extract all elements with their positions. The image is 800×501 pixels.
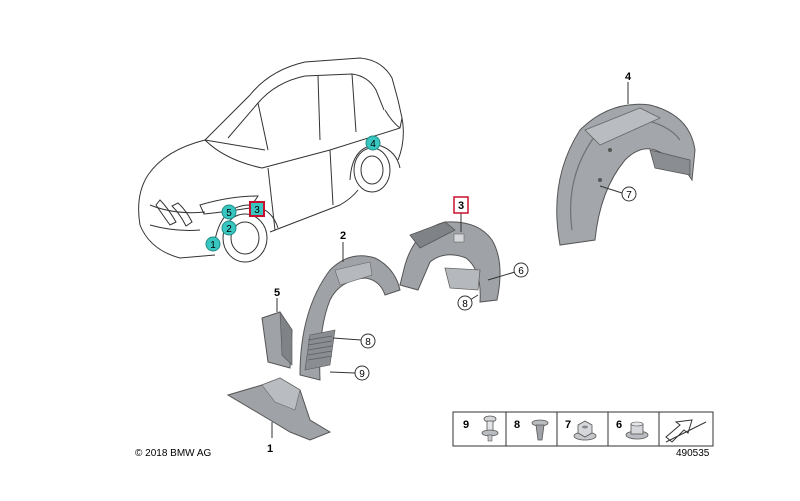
legend-number: 7 — [565, 419, 571, 431]
legend-item-6[interactable]: 6 — [616, 419, 649, 440]
diagram-id: 490535 — [676, 448, 710, 459]
callout-number: 9 — [359, 369, 365, 380]
washer-nut-icon — [625, 421, 649, 440]
callout-marker-3[interactable]: 3 — [249, 201, 265, 217]
callout-8-upper[interactable]: 8 — [457, 294, 479, 311]
callout-number: 4 — [370, 139, 376, 150]
part-number-label: 1 — [267, 443, 273, 455]
legend-item-9[interactable]: 9 — [463, 415, 499, 442]
legend-number: 9 — [463, 419, 469, 431]
legend-number: 6 — [616, 419, 622, 431]
callout-6[interactable]: 6 — [487, 262, 529, 281]
callout-7[interactable]: 7 — [599, 185, 637, 202]
part-number-label: 5 — [274, 287, 280, 299]
callout-9[interactable]: 9 — [329, 365, 370, 381]
callout-number: 8 — [365, 337, 371, 348]
legend-number: 8 — [514, 419, 520, 431]
part-2-front-wheel-arch-liner[interactable]: 2 — [299, 230, 401, 381]
legend-item-7[interactable]: 7 — [565, 419, 597, 441]
expanding-rivet-icon — [531, 419, 549, 441]
fastener-legend: 9 8 7 6 — [452, 411, 714, 447]
part-3-front-wheel-arch-liner-rear-section[interactable]: 3 — [399, 196, 501, 303]
direction-arrow-icon — [665, 419, 707, 443]
callout-number: 5 — [226, 208, 232, 219]
callout-marker-1[interactable]: 1 — [205, 236, 221, 252]
callout-marker-5[interactable]: 5 — [221, 204, 237, 220]
part-number-label: 4 — [625, 71, 632, 83]
part-5-cover-panel[interactable]: 5 — [261, 287, 293, 369]
callout-8-lower[interactable]: 8 — [332, 333, 376, 349]
hex-nut-icon — [573, 420, 597, 441]
legend-item-8[interactable]: 8 — [514, 419, 549, 441]
part-1-splash-shield[interactable]: 1 — [226, 377, 332, 455]
part-number-label: 3 — [458, 200, 464, 212]
callout-marker-2[interactable]: 2 — [221, 220, 237, 236]
push-rivet-icon — [481, 415, 499, 442]
vehicle-outline — [138, 57, 404, 263]
copyright-text: © 2018 BMW AG — [135, 448, 212, 459]
part-number-label: 2 — [340, 230, 346, 242]
callout-number: 3 — [254, 205, 260, 216]
callout-number: 7 — [626, 190, 632, 201]
callout-number: 1 — [210, 240, 216, 251]
callout-number: 6 — [518, 266, 524, 277]
callout-number: 8 — [462, 299, 468, 310]
callout-marker-4[interactable]: 4 — [365, 135, 381, 151]
vehicle-callouts: 1 2 5 3 4 — [205, 135, 381, 252]
part-4-rear-wheel-arch-liner[interactable]: 4 — [556, 71, 696, 246]
callout-number: 2 — [226, 224, 232, 235]
